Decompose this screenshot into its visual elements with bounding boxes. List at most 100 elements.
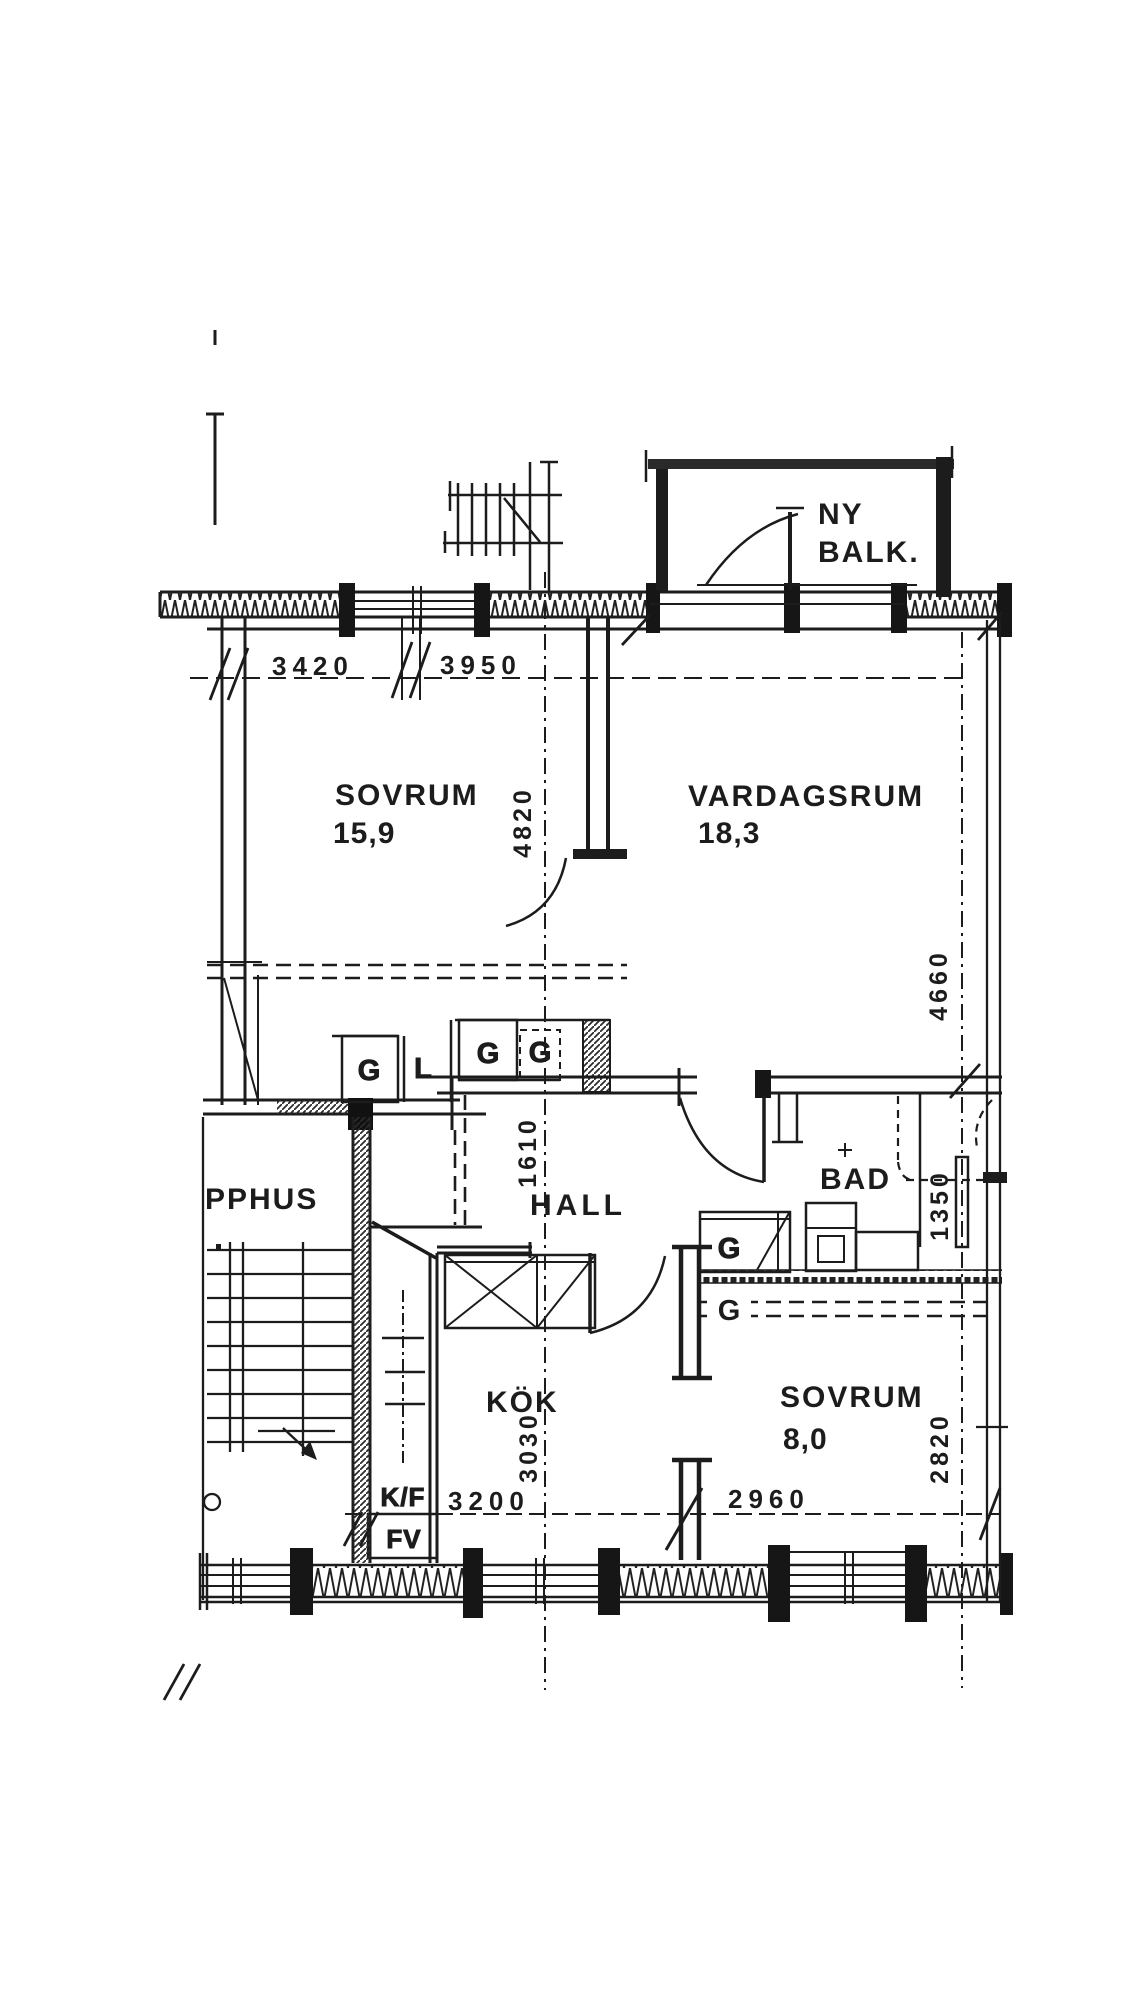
top-left-marks: [206, 330, 224, 525]
wall-lines: [420, 1068, 1002, 1106]
top-wall-hatch-c: [907, 592, 1002, 617]
partition-lines: [586, 617, 610, 853]
right-exterior-wall: [976, 617, 1008, 1602]
closet-g1-label: G: [358, 1055, 381, 1087]
bottom-hatch-a: [313, 1565, 463, 1597]
stair-treads: [207, 1248, 353, 1444]
stair-dot: [216, 1244, 221, 1249]
sovrum2-closet-label: G: [718, 1233, 741, 1265]
removed-closet-mask: [707, 1292, 751, 1322]
bottom-hatch-c: [927, 1565, 1000, 1597]
bad-duct-shaft: [954, 1155, 970, 1249]
dim-3420: 3420: [272, 651, 354, 681]
vardagsrum-area: 18,3: [698, 817, 760, 850]
fv-label: FV: [386, 1524, 421, 1554]
dim-4820: 4820: [509, 786, 537, 858]
balcony-front-rail: [648, 459, 954, 469]
closet-g2-label: G: [477, 1038, 500, 1070]
top-wall-hatch-b: [490, 592, 650, 617]
stairwell-wall: [351, 1117, 372, 1563]
dim-extensions: [401, 617, 421, 700]
trapphus-name: PPHUS: [205, 1183, 318, 1216]
dim-2820: 2820: [926, 1412, 954, 1484]
counter-outline: [443, 1253, 597, 1330]
sovrum2-closet: G: [698, 1210, 792, 1274]
dim-tick-through-wall: [664, 1487, 704, 1551]
bad-name: BAD: [820, 1163, 891, 1196]
sovrum1-name: SOVRUM: [335, 779, 479, 812]
wall-segments: [672, 1244, 712, 1560]
sovrum2-closet-details: [700, 1212, 790, 1272]
dimension-lines: [162, 572, 1004, 1701]
stair-niche: [207, 961, 262, 1105]
dim-2960: 2960: [728, 1484, 810, 1514]
stairwell-wall-hatch: [353, 1117, 370, 1563]
kok-name: KÖK: [486, 1386, 559, 1419]
sovrum1-area: 15,9: [333, 817, 395, 850]
balcony-left-post: [656, 469, 668, 591]
entrance-door-leaf: [371, 1220, 437, 1260]
partition-sovrum-vardagsrum: [505, 617, 627, 928]
sovrum2-closet-box: [698, 1210, 792, 1274]
room-labels: SOVRUM 15,9 VARDAGSRUM 18,3 HALL BAD KÖK…: [205, 779, 924, 1456]
reference-circle: [202, 1492, 222, 1512]
dimension-texts: 3420 3950 3200 2960 4820 1610 3030 4660 …: [272, 650, 954, 1516]
sovrum1-window: [343, 586, 490, 634]
staircase: [201, 1117, 353, 1600]
bad-door-swing: [678, 1097, 765, 1184]
balcony-end-ticks: [644, 446, 954, 482]
closet-wall-hatch-block: [582, 1019, 611, 1093]
dim-1350: 1350: [926, 1169, 954, 1241]
balcony: NY BALK.: [644, 446, 954, 597]
sovrum2-area: 8,0: [783, 1423, 828, 1456]
counter-details: [444, 1254, 596, 1329]
kok-door-swing: [589, 1255, 667, 1335]
removed-walls-dashed: [207, 963, 986, 1318]
dim-3200: 3200: [448, 1486, 530, 1516]
closet-row: G L G G: [332, 1018, 611, 1104]
stair-arrowhead: [301, 1441, 317, 1460]
removed-closet-label: G: [718, 1295, 741, 1327]
balcony-right-post: [936, 457, 951, 597]
kf-label: K/F: [381, 1482, 426, 1512]
bad-wall-junction: [983, 1172, 1007, 1183]
kok-sovrum2-wall: [664, 1244, 712, 1560]
closet-g2-box: [457, 1018, 519, 1082]
vardagsrum-name: VARDAGSRUM: [688, 780, 924, 813]
hall-name: HALL: [530, 1189, 626, 1222]
old-balcony-grille: [443, 460, 563, 592]
dim-4660: 4660: [925, 949, 953, 1021]
top-exterior-wall: [158, 583, 1012, 637]
bad-basin: [854, 1230, 920, 1272]
bad-door-stub-wall: [772, 1093, 803, 1144]
balcony-label-line2: BALK.: [818, 536, 920, 569]
bad-wc-bowl: [817, 1235, 845, 1263]
dim-3030: 3030: [515, 1411, 543, 1483]
balcony-label-line1: NY: [818, 498, 864, 531]
closet-g3-box-removed: [519, 1029, 561, 1081]
partition-cap: [573, 849, 627, 859]
left-wall: [207, 617, 262, 1105]
kitchen-counter: [443, 1253, 597, 1330]
dim-3950: 3950: [440, 650, 522, 680]
kf-walls: [370, 1225, 482, 1563]
bottom-windows: [200, 1551, 927, 1604]
stair-stringers: [201, 1117, 305, 1600]
new-wall-edges: [697, 1269, 1002, 1284]
closet-l-label: L: [414, 1053, 432, 1085]
hall-bad-top-wall: [420, 1068, 1002, 1184]
dim-1610: 1610: [514, 1116, 542, 1188]
top-wall-hatch-a: [160, 592, 343, 617]
balcony-door-threshold: [650, 584, 917, 605]
bottom-hatch-b: [620, 1565, 768, 1597]
bad-cross-mark: [838, 1143, 852, 1157]
balcony-door-swing: [704, 506, 804, 586]
left-wall-lines: [220, 617, 247, 1105]
bad-door-jamb: [755, 1070, 771, 1098]
bottom-exterior-wall: [198, 1545, 1013, 1622]
sovrum2-name: SOVRUM: [780, 1381, 924, 1414]
top-wall-jamb-posts: [339, 583, 1012, 637]
closet-g3-label: G: [529, 1037, 552, 1069]
